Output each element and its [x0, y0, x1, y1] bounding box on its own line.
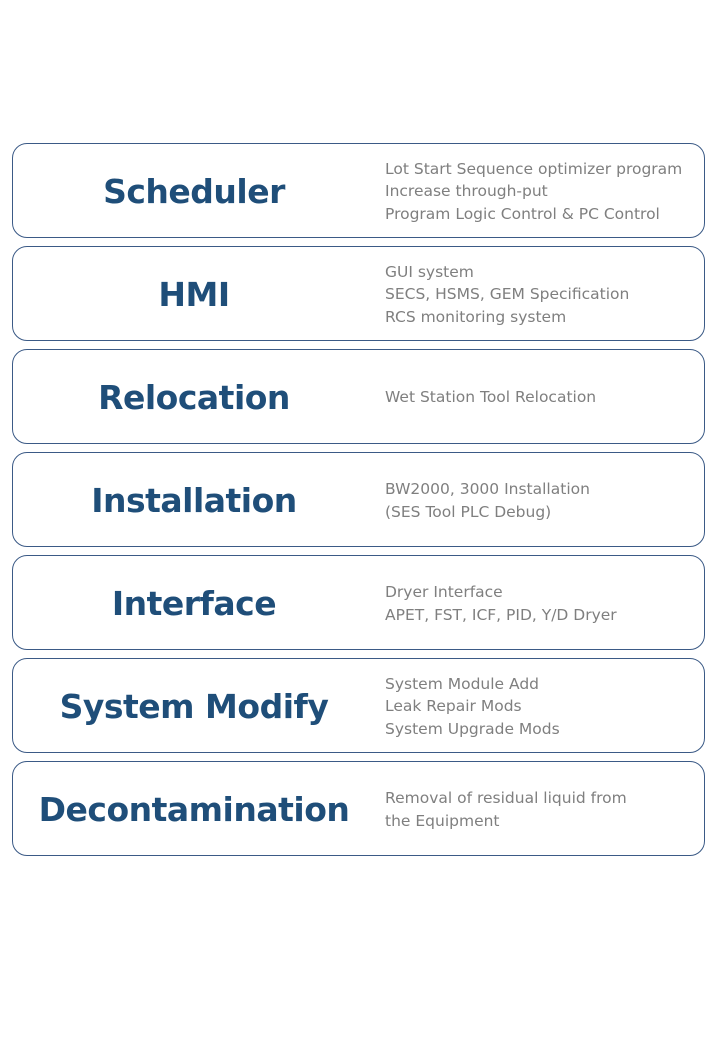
service-detail-item: Program Logic Control & PC Control: [385, 204, 660, 223]
service-detail-item: Dryer Interface: [385, 583, 503, 601]
service-detail-item: Increase through-put: [385, 182, 548, 201]
service-title: Decontamination: [38, 790, 350, 829]
service-card-installation: Installation BW2000, 3000 Installation (…: [12, 452, 705, 547]
service-detail-item: (SES Tool PLC Debug): [385, 502, 552, 521]
service-title: HMI: [158, 275, 230, 314]
service-details: BW2000, 3000 Installation (SES Tool PLC …: [385, 453, 697, 548]
service-card-hmi: HMI GUI system SECS, HSMS, GEM Specifica…: [12, 246, 705, 341]
service-title: System Modify: [59, 687, 329, 726]
service-card-decontamination: Decontamination Removal of residual liqu…: [12, 761, 705, 856]
service-detail-item: BW2000, 3000 Installation: [385, 480, 590, 498]
service-card-relocation: Relocation Wet Station Tool Relocation: [12, 349, 705, 444]
service-detail-item: SECS, HSMS, GEM Specification: [385, 285, 630, 304]
service-title: Relocation: [98, 378, 290, 417]
service-title: Interface: [111, 584, 277, 623]
service-detail-item: System Upgrade Mods: [385, 719, 560, 738]
service-title: Scheduler: [103, 172, 285, 211]
service-detail-item: APET, FST, ICF, PID, Y/D Dryer: [385, 605, 617, 624]
service-title: Installation: [91, 481, 297, 520]
service-details: Lot Start Sequence optimizer program Inc…: [385, 144, 697, 239]
service-details: GUI system SECS, HSMS, GEM Specification…: [385, 247, 697, 342]
service-card-list: Scheduler Lot Start Sequence optimizer p…: [12, 143, 705, 864]
service-card-interface: Interface Dryer Interface APET, FST, ICF…: [12, 555, 705, 650]
service-details: Removal of residual liquid from the Equi…: [385, 762, 697, 857]
service-details: Wet Station Tool Relocation: [385, 350, 697, 445]
service-detail-item: Lot Start Sequence optimizer program: [385, 159, 683, 178]
service-detail-item: System Module Add: [385, 674, 540, 693]
service-details: Dryer Interface APET, FST, ICF, PID, Y/D…: [385, 556, 697, 651]
service-card-scheduler: Scheduler Lot Start Sequence optimizer p…: [12, 143, 705, 238]
service-detail-item: the Equipment: [385, 811, 500, 830]
service-details: System Module Add Leak Repair Mods Syste…: [385, 659, 697, 754]
service-detail-item: Removal of residual liquid from: [385, 789, 627, 807]
service-detail-item: Wet Station Tool Relocation: [385, 388, 597, 407]
service-detail-item: RCS monitoring system: [385, 307, 567, 326]
service-card-system-modify: System Modify System Module Add Leak Rep…: [12, 658, 705, 753]
service-detail-item: Leak Repair Mods: [385, 697, 522, 716]
service-detail-item: GUI system: [385, 262, 474, 281]
